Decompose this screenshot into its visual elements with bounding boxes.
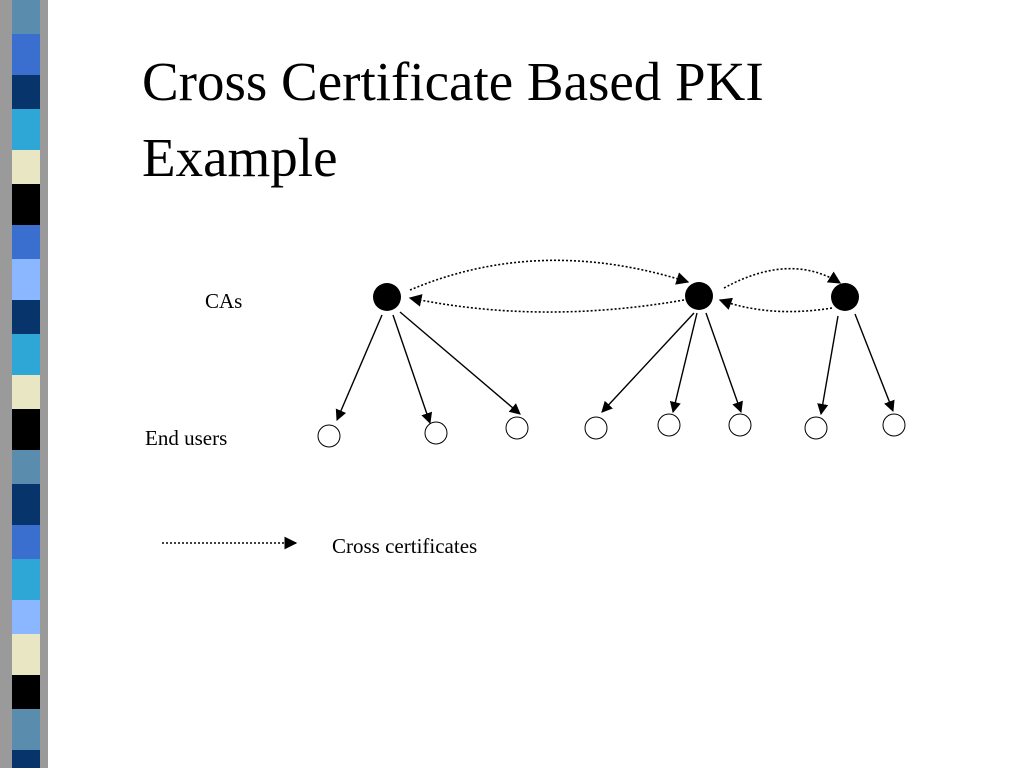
strip-block (12, 634, 40, 675)
decorative-side-strip (0, 0, 48, 768)
end-user-node (317, 424, 341, 448)
certification-arrow (335, 314, 383, 422)
strip-block (12, 109, 40, 150)
cross-cert-arrow (408, 294, 685, 313)
end-user-node (728, 413, 752, 437)
strip-block (12, 600, 40, 634)
end-user-node (584, 416, 608, 440)
end-users-label: End users (145, 426, 228, 450)
strip-block (12, 184, 40, 225)
ca-node (685, 282, 713, 310)
cross-cert-arrow (723, 267, 842, 289)
certification-arrow (817, 315, 839, 416)
ca-node (831, 283, 859, 311)
strip-block (12, 0, 40, 34)
certification-arrow (854, 313, 895, 413)
certification-arrow (601, 312, 695, 413)
strip-block (12, 259, 40, 300)
strip-block (12, 75, 40, 109)
strip-block (12, 559, 40, 600)
strip-block (12, 409, 40, 450)
strip-block (12, 750, 40, 768)
cross-cert-arrow (718, 297, 833, 313)
strip-block (12, 450, 40, 484)
strip-block (12, 525, 40, 559)
strip-block (12, 375, 40, 409)
end-user-node (505, 416, 529, 440)
end-user-node (424, 421, 448, 445)
end-user-node (804, 416, 828, 440)
certification-arrow (399, 311, 521, 415)
ca-node (373, 283, 401, 311)
strip-block (12, 709, 40, 750)
slide-title: Cross Certificate Based PKI Example (142, 51, 764, 188)
strip-block (12, 675, 40, 709)
strip-block (12, 334, 40, 375)
end-user-node (657, 413, 681, 437)
strip-block (12, 484, 40, 525)
end-user-node (882, 413, 906, 437)
cross-cert-arrow (409, 259, 690, 291)
legend-label: Cross certificates (332, 534, 478, 558)
cas-label: CAs (205, 289, 243, 313)
strip-block (12, 150, 40, 184)
certification-arrow (392, 314, 433, 425)
certification-arrow (669, 312, 698, 414)
strip-block (12, 225, 40, 259)
certification-arrow (705, 312, 743, 414)
strip-block (12, 300, 40, 334)
strip-block (12, 34, 40, 75)
